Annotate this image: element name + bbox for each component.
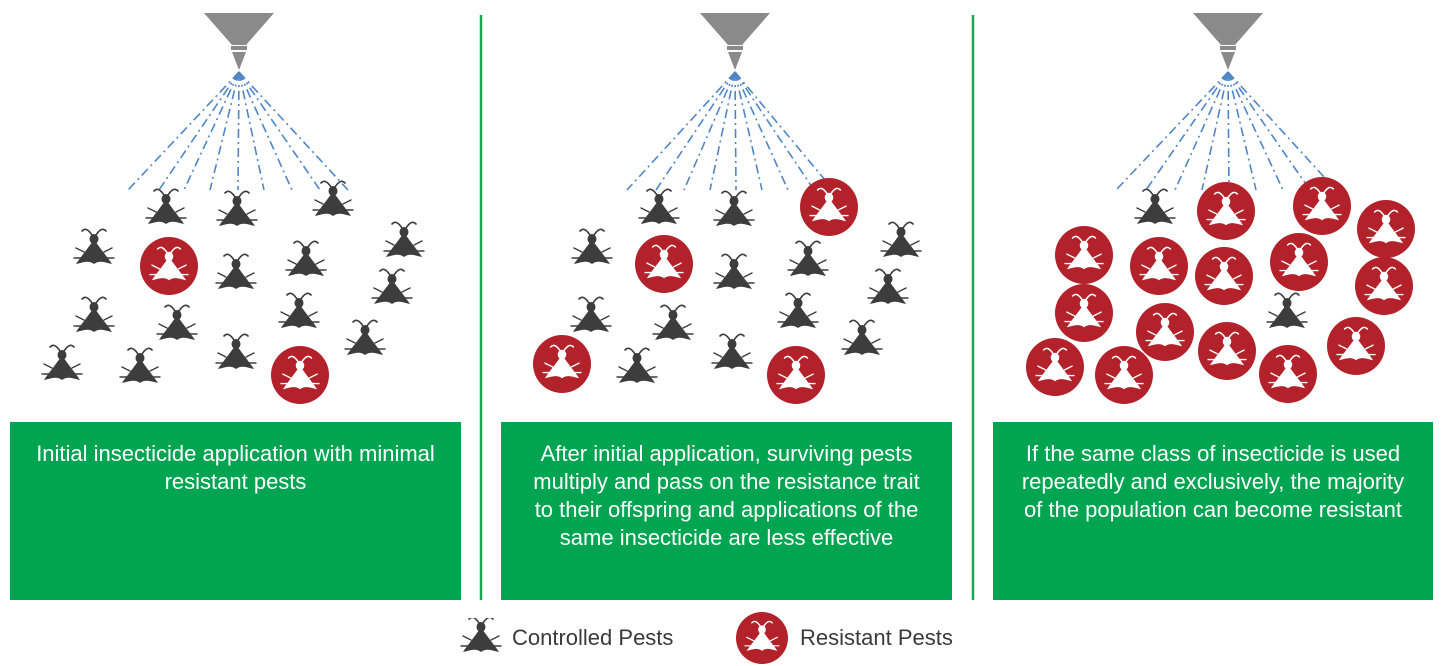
- legend-item-controlled: Controlled Pests: [458, 612, 673, 664]
- controlled-pest: [73, 228, 115, 265]
- resistant-pest: [1259, 345, 1317, 403]
- resistant-pest: [1198, 322, 1256, 380]
- controlled-pest: [777, 292, 819, 329]
- caption-panel-1: Initial insecticide application with min…: [10, 422, 461, 600]
- controlled-pest: [215, 253, 257, 290]
- controlled-pest: [312, 180, 354, 217]
- resistant-pest: [533, 335, 591, 393]
- controlled-pest: [119, 347, 161, 384]
- controlled-pest: [713, 190, 755, 227]
- controlled-pest: [570, 296, 612, 333]
- spray-nozzle-icon: [204, 13, 274, 70]
- insecticide-resistance-diagram: [41, 13, 1442, 600]
- controlled-pest: [616, 347, 658, 384]
- controlled-pest: [145, 188, 187, 225]
- spray-nozzle-icon: [700, 13, 770, 70]
- resistant-pest: [1270, 233, 1328, 291]
- legend-item-resistant: Resistant Pests: [732, 612, 953, 664]
- controlled-pest: [571, 228, 613, 265]
- controlled-pest: [383, 221, 425, 258]
- controlled-pest: [371, 268, 413, 305]
- controlled-pest: [41, 344, 83, 381]
- controlled-pest: [787, 240, 829, 277]
- controlled-pest: [841, 319, 883, 356]
- controlled-pest: [1266, 292, 1308, 329]
- controlled-pest: [711, 333, 753, 370]
- spray-nozzle-icon: [1193, 13, 1263, 70]
- controlled-pest: [880, 221, 922, 258]
- controlled-pest: [1134, 188, 1176, 225]
- moth-icon: [460, 618, 502, 652]
- resistant-moth-icon: [736, 612, 788, 664]
- legend: Controlled Pests Resistant Pests: [0, 612, 1442, 664]
- resistant-pest: [767, 346, 825, 404]
- spray-lines: [626, 71, 831, 191]
- controlled-pest: [215, 333, 257, 370]
- resistant-pest: [1136, 303, 1194, 361]
- resistant-pest: [1130, 237, 1188, 295]
- resistant-pest: [1197, 182, 1255, 240]
- resistant-pest: [1195, 247, 1253, 305]
- resistant-pest: [1055, 226, 1113, 284]
- controlled-pest: [278, 292, 320, 329]
- resistant-pest: [1357, 200, 1415, 258]
- controlled-pest: [713, 253, 755, 290]
- legend-label-controlled: Controlled Pests: [512, 625, 674, 650]
- controlled-pest: [652, 304, 694, 341]
- legend-label-resistant: Resistant Pests: [800, 625, 953, 650]
- resistant-pest: [271, 346, 329, 404]
- resistant-pest: [1055, 284, 1113, 342]
- resistant-pest: [1026, 338, 1084, 396]
- resistant-pest: [800, 178, 858, 236]
- caption-panel-2: After initial application, surviving pes…: [501, 422, 952, 600]
- controlled-pest: [344, 319, 386, 356]
- spray-lines: [127, 71, 349, 191]
- controlled-pest: [73, 296, 115, 333]
- controlled-pest: [285, 240, 327, 277]
- spray-lines: [1115, 71, 1337, 191]
- resistant-pest: [1327, 317, 1385, 375]
- controlled-pest: [638, 188, 680, 225]
- panel-2: [533, 13, 922, 404]
- controlled-pest: [156, 304, 198, 341]
- controlled-pest: [216, 190, 258, 227]
- resistant-pest: [140, 237, 198, 295]
- controlled-pest: [867, 268, 909, 305]
- resistant-pest: [1293, 177, 1351, 235]
- panel-3: [1026, 13, 1415, 404]
- resistant-pest: [635, 235, 693, 293]
- panel-1: [41, 13, 425, 404]
- resistant-pest: [1095, 346, 1153, 404]
- caption-panel-3: If the same class of insecticide is used…: [993, 422, 1433, 600]
- resistant-pest: [1355, 257, 1413, 315]
